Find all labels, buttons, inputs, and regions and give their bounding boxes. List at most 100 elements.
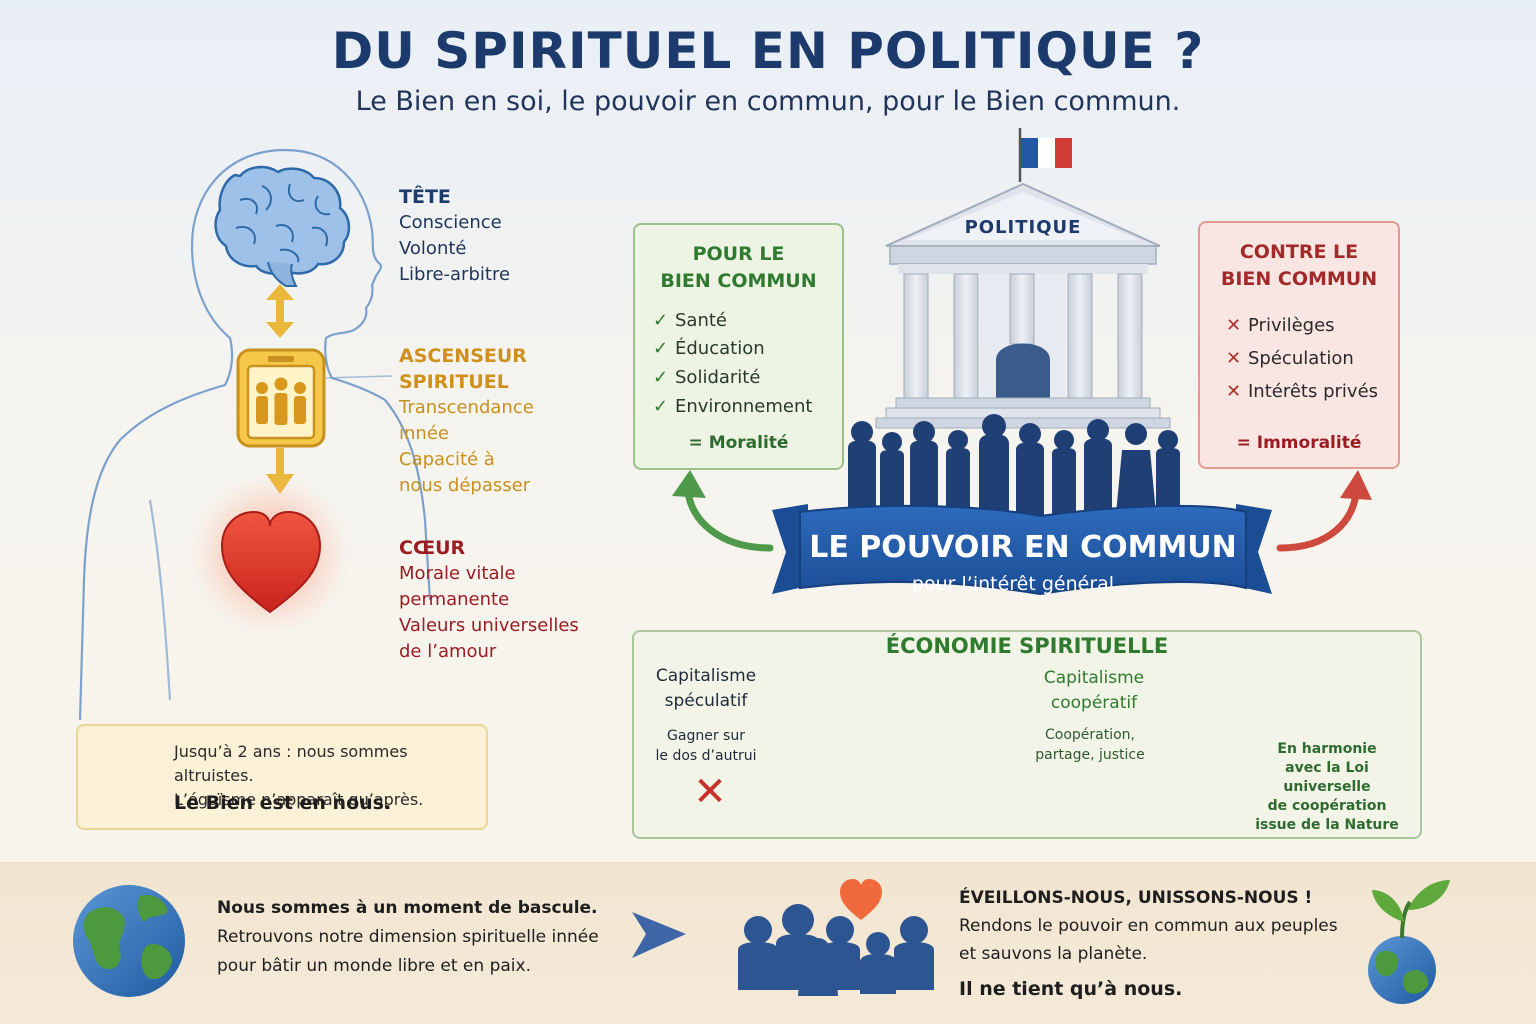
- altruism-box: Jusqu’à 2 ans : nous sommes altruistes. …: [76, 724, 488, 830]
- globe-icon: [73, 885, 185, 997]
- temple-icon: [875, 182, 1171, 429]
- ascenseur-line: innée: [399, 423, 449, 444]
- altruism-text: Jusqu’à 2 ans : nous sommes altruistes. …: [174, 740, 486, 812]
- red-curved-arrow: [1276, 470, 1372, 552]
- page-title: DU SPIRITUEL EN POLITIQUE ?: [331, 22, 1205, 80]
- coeur-line: Valeurs universelles: [399, 615, 579, 636]
- pour-list-item: ✓Éducation: [653, 338, 765, 359]
- green-curved-arrow: [672, 470, 774, 552]
- ascenseur-line: Capacité à: [399, 449, 495, 470]
- altruism-conclusion: Le Bien est en nous.: [174, 792, 392, 814]
- bottom-arrow-icon: [632, 912, 686, 958]
- ascenseur-line: nous dépasser: [399, 475, 531, 496]
- heart-icon: [220, 510, 322, 614]
- bottom-left-line: Retrouvons notre dimension spirituelle i…: [217, 927, 599, 947]
- cooperative-title: Capitalisme coopératif: [1032, 666, 1156, 716]
- contre-footer: = Immoralité: [1236, 433, 1362, 453]
- economy-box: [632, 630, 1422, 839]
- pour-title: POUR LE BIEN COMMUN: [635, 241, 842, 295]
- bottom-crowd-icon: [738, 904, 934, 996]
- pour-list-item: ✓Environnement: [653, 396, 813, 417]
- speculative-title-line: Capitalisme: [655, 666, 757, 686]
- speculative-title: Capitalisme spéculatif: [650, 664, 762, 714]
- ascenseur-label: ASCENSEUR: [399, 345, 527, 367]
- brain-icon: [214, 165, 351, 287]
- speculative-desc-line: Gagner sur: [667, 728, 745, 744]
- harmony-line: universelle: [1283, 779, 1371, 795]
- contre-title-line: CONTRE LE: [1239, 241, 1359, 263]
- tete-line: Conscience: [399, 212, 502, 233]
- bottom-heart-icon: [840, 879, 882, 920]
- temple-label: POLITIQUE: [964, 217, 1082, 238]
- bottom-right-line: Rendons le pouvoir en commun aux peuples: [959, 916, 1338, 936]
- banner-title: LE POUVOIR EN COMMUN: [809, 530, 1237, 565]
- tete-section: TÊTE Conscience Volonté Libre-arbitre: [399, 186, 510, 288]
- contre-title-line: BIEN COMMUN: [1220, 268, 1378, 290]
- pour-list-item: ✓Santé: [653, 310, 727, 331]
- speculative-desc-line: le dos d’autrui: [655, 748, 757, 764]
- altruism-line: Jusqu’à 2 ans : nous sommes altruistes.: [174, 742, 408, 785]
- french-flag-icon: [1018, 128, 1072, 182]
- contre-title: CONTRE LE BIEN COMMUN: [1200, 239, 1398, 293]
- harmony-line: de coopération: [1267, 798, 1387, 814]
- harmony-line: En harmonie: [1277, 741, 1377, 757]
- pour-title-line: BIEN COMMUN: [660, 270, 817, 292]
- tete-line: Libre-arbitre: [399, 264, 511, 285]
- tete-label: TÊTE: [399, 186, 451, 208]
- cooperative-desc: Coopération, partage, justice: [1028, 725, 1152, 765]
- cooperative-title-line: Capitalisme: [1043, 668, 1145, 688]
- crowd-people-icon: [848, 414, 1180, 516]
- cooperative-title-line: coopératif: [1050, 693, 1138, 713]
- bottom-closing: Il ne tient qu’à nous.: [959, 978, 1183, 1000]
- ascenseur-label: SPIRITUEL: [399, 371, 509, 393]
- check-icon: ✓: [653, 338, 669, 359]
- pour-title-line: POUR LE: [692, 243, 785, 265]
- check-icon: ✓: [653, 367, 669, 388]
- bottom-left-text: Nous sommes à un moment de bascule. Retr…: [217, 894, 599, 981]
- banner-subtitle: pour l’intérêt général: [911, 573, 1115, 595]
- contre-bien-commun-box: CONTRE LE BIEN COMMUN ✕Privilèges ✕Spécu…: [1198, 221, 1400, 469]
- bottom-headline: ÉVEILLONS-NOUS, UNISSONS-NOUS !: [959, 888, 1313, 908]
- check-icon: ✓: [653, 396, 669, 417]
- harmony-line: issue de la Nature: [1255, 817, 1399, 833]
- ascenseur-line: Transcendance: [399, 397, 534, 418]
- coeur-label: CŒUR: [399, 537, 466, 559]
- contre-list-item: ✕Spéculation: [1226, 348, 1354, 369]
- pour-footer: = Moralité: [688, 433, 789, 453]
- harmony-text: En harmonie avec la Loi universelle de c…: [1252, 740, 1402, 835]
- tete-line: Volonté: [399, 238, 467, 259]
- double-arrow-icon: [266, 284, 294, 338]
- coeur-line: permanente: [399, 589, 510, 610]
- globe-sprout-icon: [1368, 880, 1450, 1004]
- bottom-left-line: pour bâtir un monde libre et en paix.: [217, 956, 531, 976]
- cooperative-desc-line: partage, justice: [1035, 747, 1145, 763]
- pour-bien-commun-box: POUR LE BIEN COMMUN ✓Santé ✓Éducation ✓S…: [633, 223, 844, 470]
- bottom-right-line: et sauvons la planète.: [959, 944, 1148, 964]
- contre-list-item: ✕Privilèges: [1226, 315, 1335, 336]
- coeur-line: Morale vitale: [399, 563, 516, 584]
- ascenseur-section: ASCENSEUR SPIRITUEL Transcendance innée …: [399, 343, 534, 499]
- economy-title: ÉCONOMIE SPIRITUELLE: [885, 634, 1169, 658]
- speculative-cross-icon: ✕: [693, 769, 727, 815]
- coeur-section: CŒUR Morale vitale permanente Valeurs un…: [399, 537, 579, 665]
- pour-list-item: ✓Solidarité: [653, 367, 761, 388]
- speculative-desc: Gagner sur le dos d’autrui: [650, 726, 762, 766]
- coeur-line: de l’amour: [399, 641, 497, 662]
- harmony-line: avec la Loi: [1285, 760, 1369, 776]
- altruism-line: L’égoïsme n’apparaît qu’après.: [174, 790, 424, 809]
- cross-icon: ✕: [1226, 381, 1242, 402]
- page-subtitle: Le Bien en soi, le pouvoir en commun, po…: [355, 86, 1181, 117]
- cooperative-desc-line: Coopération,: [1044, 727, 1135, 743]
- check-icon: ✓: [653, 310, 669, 331]
- bottom-right-text: ÉVEILLONS-NOUS, UNISSONS-NOUS ! Rendons …: [959, 884, 1338, 1000]
- connector-line: [325, 375, 393, 379]
- banner-ribbon: [772, 504, 1272, 596]
- human-silhouette-outline: [78, 148, 432, 721]
- cross-icon: ✕: [1226, 315, 1242, 336]
- contre-list-item: ✕Intérêts privés: [1226, 381, 1379, 402]
- elevator-icon: [236, 348, 326, 448]
- bottom-left-line: Nous sommes à un moment de bascule.: [217, 898, 598, 918]
- speculative-title-line: spéculatif: [664, 691, 748, 711]
- cross-icon: ✕: [1226, 348, 1242, 369]
